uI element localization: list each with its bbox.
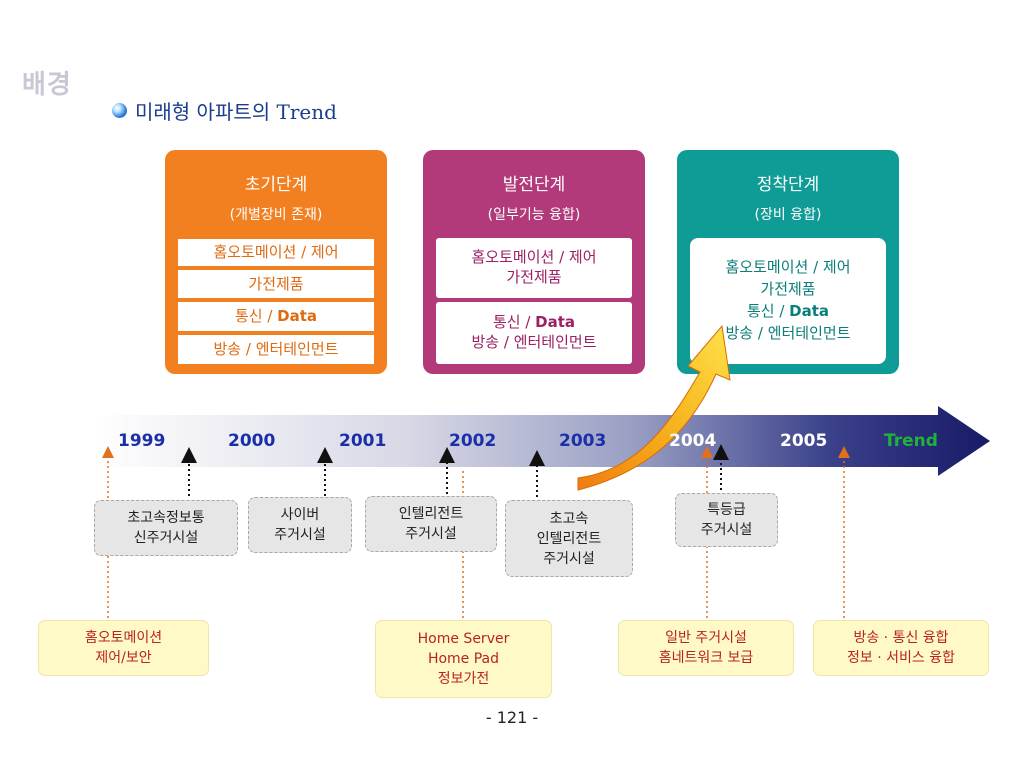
note-line: 신주거시설 [133, 530, 199, 546]
stage-settlement-name: 정착단계 [756, 175, 820, 195]
note-line: 초고속 [549, 510, 589, 527]
subtitle-row: 미래형 아파트의 Trend [112, 96, 337, 124]
note-line: 일반 주거시설 [665, 630, 747, 646]
item-text: 홈오토메이션 / 제어 [471, 248, 597, 266]
note-line: 특등급 [707, 502, 746, 518]
note-line: 제어/보안 [95, 650, 152, 666]
year-label: 2001 [339, 431, 387, 451]
note-line: 주거시설 [274, 527, 326, 543]
globe-bullet-icon [112, 102, 127, 118]
note-line: 홈오토메이션 [84, 630, 163, 646]
item-text: 홈오토메이션 / 제어 [213, 243, 339, 261]
item-bold-text: Data [789, 302, 830, 320]
stage-settlement-desc: (장비 융합) [754, 207, 822, 223]
year-label: 1999 [118, 431, 166, 451]
note-home-network: 일반 주거시설 홈네트워크 보급 [618, 620, 794, 676]
stage-development-name: 발전단계 [502, 175, 566, 195]
stage-initial-desc: (개별장비 존재) [229, 207, 323, 223]
stage-initial-item: 방송 / 엔터테인먼트 [178, 335, 374, 364]
stage-initial-name: 초기단계 [244, 175, 308, 195]
item-text: 가전제품 [760, 280, 816, 298]
item-text: 가전제품 [506, 268, 562, 286]
note-line: 사이버 [280, 507, 320, 523]
item-text: 통신 / [234, 307, 278, 325]
stage-settlement-item: 홈오토메이션 / 제어 가전제품 통신 / Data 방송 / 엔터테인먼트 [690, 238, 886, 364]
stage-development: 발전단계 (일부기능 융합) 홈오토메이션 / 제어 가전제품 통신 / Dat… [423, 150, 645, 374]
note-home-automation: 홈오토메이션 제어/보안 [38, 620, 209, 676]
note-line: 주거시설 [405, 526, 457, 542]
stage-initial-item: 통신 / Data [178, 302, 374, 331]
stage-development-desc: (일부기능 융합) [487, 207, 581, 223]
note-line: 방송 · 통신 융합 [853, 630, 949, 646]
note-line: 인텔리전트 [398, 506, 464, 522]
item-text: 방송 / 엔터테인먼트 [471, 333, 597, 351]
note-line: Home Pad [427, 651, 500, 667]
stage-initial-item: 가전제품 [178, 270, 374, 298]
section-title: 배경 [22, 70, 72, 100]
note-cyber-housing: 사이버 주거시설 [248, 497, 352, 553]
note-home-server: Home Server Home Pad 정보가전 [375, 620, 552, 698]
note-line: 주거시설 [543, 550, 595, 567]
stage-development-item: 홈오토메이션 / 제어 가전제품 [436, 238, 632, 298]
growth-curve-arrow [577, 324, 731, 491]
item-text: 방송 / 엔터테인먼트 [213, 340, 339, 358]
item-text: 방송 / 엔터테인먼트 [725, 324, 851, 342]
item-text: 홈오토메이션 / 제어 [725, 258, 851, 276]
note-line: 정보 · 서비스 융합 [847, 650, 955, 666]
stage-initial-item: 홈오토메이션 / 제어 [178, 239, 374, 266]
note-broadband-intelligent-housing: 초고속 인텔리전트 주거시설 [505, 500, 633, 577]
note-line: 초고속정보통 [127, 510, 205, 526]
page-subtitle: 미래형 아파트의 Trend [135, 99, 337, 124]
note-intelligent-housing: 인텔리전트 주거시설 [365, 496, 497, 552]
note-broadband-housing: 초고속정보통 신주거시설 [94, 500, 238, 556]
stage-initial: 초기단계 (개별장비 존재) 홈오토메이션 / 제어 가전제품 통신 / Dat… [165, 150, 387, 374]
item-text: 가전제품 [248, 275, 304, 293]
note-line: 주거시설 [700, 522, 753, 538]
page-number: - 121 - [485, 708, 539, 727]
timeline-arrow [92, 406, 990, 476]
stage-development-item: 통신 / Data 방송 / 엔터테인먼트 [436, 302, 632, 364]
note-line: 인텔리전트 [536, 530, 602, 547]
note-premium-housing: 특등급 주거시설 [675, 493, 778, 547]
year-label: 2003 [559, 431, 607, 451]
year-label: 2000 [228, 431, 276, 451]
note-convergence: 방송 · 통신 융합 정보 · 서비스 융합 [813, 620, 989, 676]
year-label: 2004 [669, 431, 717, 451]
item-bold-text: Data [277, 307, 318, 325]
year-label: 2005 [780, 431, 828, 451]
item-text: 통신 / [746, 302, 790, 320]
year-label: 2002 [449, 431, 497, 451]
trend-label: Trend [884, 431, 938, 451]
stage-settlement: 정착단계 (장비 융합) 홈오토메이션 / 제어 가전제품 통신 / Data … [677, 150, 899, 374]
item-bold-text: Data [535, 313, 576, 331]
note-line: Home Server [417, 631, 510, 647]
note-line: 홈네트워크 보급 [658, 650, 754, 666]
note-line: 정보가전 [437, 671, 490, 687]
item-text: 통신 / [492, 313, 536, 331]
